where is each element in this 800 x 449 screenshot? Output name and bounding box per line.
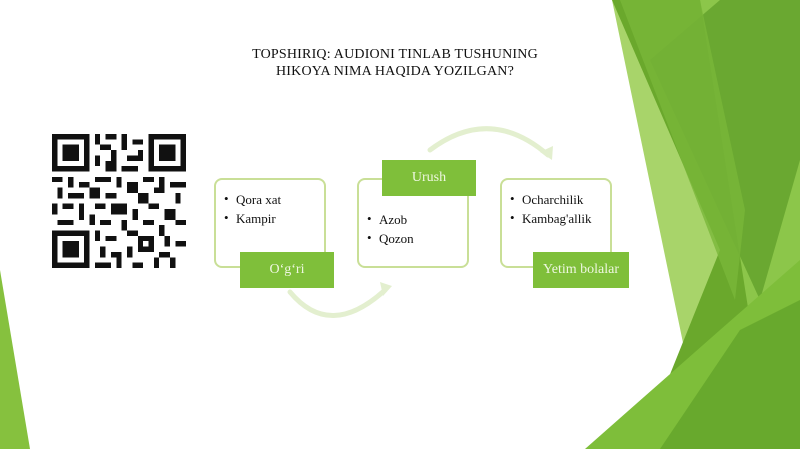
title-line-2: HIKOYA NIMA HAQIDA YOZILGAN? xyxy=(275,64,514,79)
tag-urush: Urush xyxy=(382,160,476,196)
tag-ogri: O‘g‘ri xyxy=(240,252,334,288)
list-item: Azob xyxy=(367,209,467,229)
list-item: Kampir xyxy=(224,208,324,228)
slide-title: TOPSHIRIQ: AUDIONI TINLAB TUSHUNING HIKO… xyxy=(180,46,610,80)
qr-code-image xyxy=(52,134,186,268)
list-item: Ocharchilik xyxy=(510,189,610,209)
card-ogri-list: Qora xat Kampir xyxy=(216,180,324,228)
card-urush-list: Azob Qozon xyxy=(359,180,467,248)
list-item: Qora xat xyxy=(224,189,324,209)
title-line-1: TOPSHIRIQ: AUDIONI TINLAB TUSHUNING xyxy=(252,47,538,62)
tag-yetim-bolalar: Yetim bolalar xyxy=(533,252,629,288)
list-item: Qozon xyxy=(367,228,467,248)
card-yetim-list: Ocharchilik Kambag'allik xyxy=(502,180,610,228)
list-item: Kambag'allik xyxy=(510,208,610,228)
